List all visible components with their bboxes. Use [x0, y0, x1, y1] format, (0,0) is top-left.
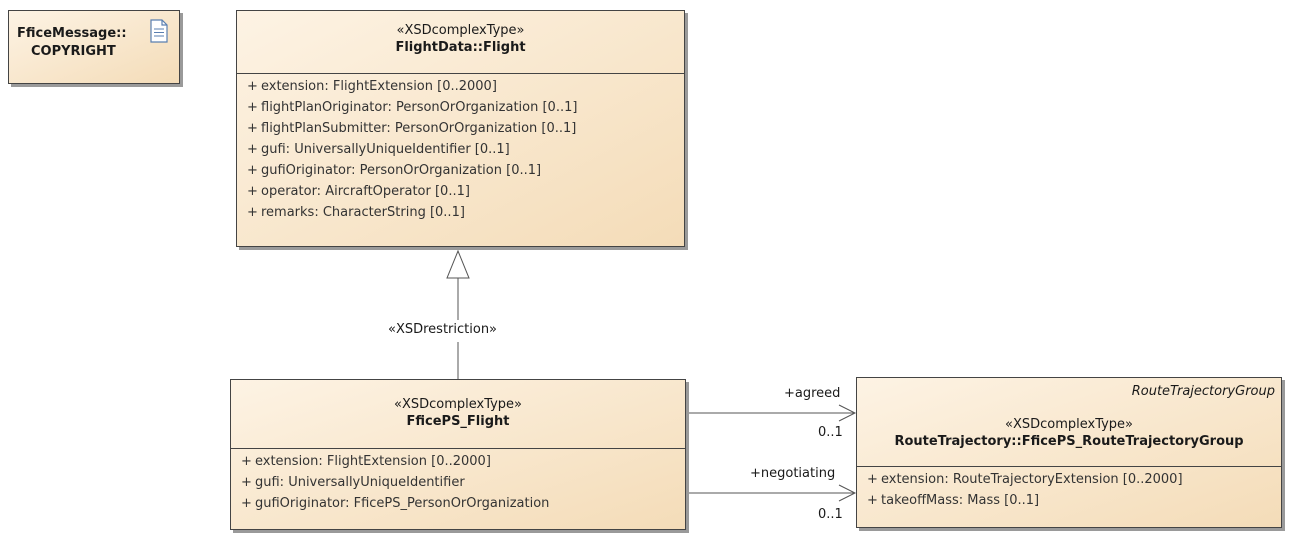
class-fficeps-flight-name: FficePS_Flight [406, 414, 510, 429]
negotiating-multiplicity-label: 0..1 [818, 507, 843, 522]
attribute-row: +gufi: UniversallyUniqueIdentifier [0..1… [247, 142, 510, 157]
generalization-arrowhead [446, 249, 470, 279]
class-fficeps-flight-header: «XSDcomplexType» FficePS_Flight [231, 380, 685, 448]
class-fficeps-flight[interactable]: «XSDcomplexType» FficePS_Flight +extensi… [230, 379, 686, 530]
class-route-trajectory-group-attributes: +extension: RouteTrajectoryExtension [0.… [857, 467, 1281, 511]
attribute-row: +takeoffMass: Mass [0..1] [867, 493, 1040, 508]
agreed-arrowhead [838, 404, 857, 422]
agreed-multiplicity-label: 0..1 [818, 425, 843, 440]
class-flight-header: «XSDcomplexType» FlightData::Flight [237, 11, 684, 73]
note-line-2: COPYRIGHT [31, 44, 116, 59]
class-route-trajectory-group-name: RouteTrajectory::FficePS_RouteTrajectory… [894, 434, 1244, 449]
document-icon [150, 19, 168, 43]
restriction-label: «XSDrestriction» [386, 322, 500, 337]
class-flight-name: FlightData::Flight [395, 40, 526, 55]
attribute-row: +operator: AircraftOperator [0..1] [247, 184, 470, 199]
attribute-row: +flightPlanOriginator: PersonOrOrganizat… [247, 100, 578, 115]
negotiating-arrowhead [838, 484, 857, 502]
negotiating-role-label: +negotiating [750, 466, 836, 481]
class-route-trajectory-group-header: RouteTrajectoryGroup «XSDcomplexType» Ro… [857, 378, 1281, 466]
attribute-row: +gufiOriginator: FficePS_PersonOrOrganiz… [241, 496, 550, 511]
class-fficeps-flight-divider [231, 448, 685, 449]
class-route-trajectory-group[interactable]: RouteTrajectoryGroup «XSDcomplexType» Ro… [856, 377, 1282, 528]
attribute-row: +flightPlanSubmitter: PersonOrOrganizati… [247, 121, 577, 136]
attribute-row: +remarks: CharacterString [0..1] [247, 205, 465, 220]
class-route-trajectory-group-divider [857, 466, 1281, 467]
attribute-row: +gufi: UniversallyUniqueIdentifier [241, 475, 465, 490]
class-route-trajectory-group-tag: RouteTrajectoryGroup [1131, 384, 1275, 399]
agreed-role-label: +agreed [784, 386, 841, 401]
attribute-row: +extension: FlightExtension [0..2000] [247, 79, 497, 94]
class-fficeps-flight-stereotype: «XSDcomplexType» [393, 397, 523, 412]
note-line-1: FficeMessage:: [17, 26, 127, 41]
class-fficeps-flight-attributes: +extension: FlightExtension [0..2000] +g… [231, 449, 685, 514]
class-route-trajectory-group-stereotype: «XSDcomplexType» [1004, 417, 1134, 432]
attribute-row: +extension: RouteTrajectoryExtension [0.… [867, 472, 1183, 487]
attribute-row: +gufiOriginator: PersonOrOrganization [0… [247, 163, 542, 178]
class-flight[interactable]: «XSDcomplexType» FlightData::Flight +ext… [236, 10, 685, 247]
attribute-row: +extension: FlightExtension [0..2000] [241, 454, 491, 469]
class-flight-stereotype: «XSDcomplexType» [396, 23, 525, 38]
class-flight-attributes: +extension: FlightExtension [0..2000] +f… [237, 74, 684, 223]
copyright-note[interactable]: FficeMessage:: COPYRIGHT [8, 10, 180, 84]
class-flight-divider [237, 73, 684, 74]
